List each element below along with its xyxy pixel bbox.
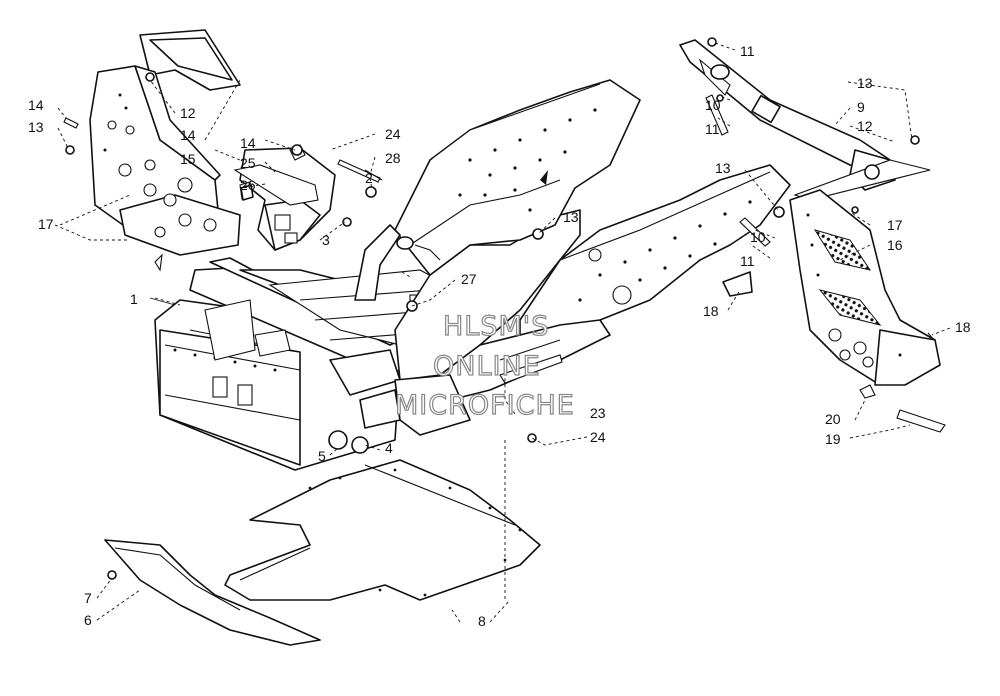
watermark: HLSM'S ONLINE MICROFICHE <box>394 310 575 421</box>
callout-16: 14 <box>28 97 44 113</box>
skid-plate <box>104 539 321 646</box>
callout-1: 1 <box>130 291 138 307</box>
callout-26: 26 <box>240 177 256 193</box>
callout-10: 10 <box>705 97 721 113</box>
callout-24: 24 <box>590 429 606 445</box>
callout-8: 8 <box>478 613 486 629</box>
callout-13: 13 <box>563 209 579 225</box>
small-hardware <box>63 37 946 443</box>
callout-21: 19 <box>825 431 841 447</box>
callout-12: 11 <box>740 43 755 59</box>
callout-14: 13 <box>28 119 44 135</box>
callout-20: 18 <box>955 319 971 335</box>
callout-22: 20 <box>825 411 841 427</box>
right-steering-bracket <box>789 189 941 399</box>
callout-14: 14 <box>240 135 256 151</box>
callout-17: 16 <box>887 237 903 253</box>
callout-13: 12 <box>180 105 196 121</box>
callout-18: 17 <box>38 216 54 232</box>
callout-13: 13 <box>857 75 873 91</box>
callout-9: 9 <box>857 99 865 115</box>
leader-lines <box>54 42 951 623</box>
callout-23: 23 <box>590 405 606 421</box>
belly-pan <box>224 459 541 601</box>
watermark-line-2: ONLINE <box>433 351 541 382</box>
watermark-line-1: HLSM'S <box>443 311 549 342</box>
callout-11: 11 <box>705 121 720 137</box>
callout-24: 24 <box>385 126 401 142</box>
callout-11: 11 <box>740 253 755 269</box>
callout-28: 28 <box>385 150 401 166</box>
callout-17: 15 <box>180 151 196 167</box>
callout-2: 2 <box>365 170 373 186</box>
callout-12: 12 <box>857 118 873 134</box>
callout-4: 4 <box>385 440 393 456</box>
callout-18: 17 <box>887 217 903 233</box>
left-steering-bracket <box>89 29 241 272</box>
callout-14: 13 <box>715 160 731 176</box>
callout-27: 27 <box>461 271 477 287</box>
callout-10: 10 <box>750 229 766 245</box>
callout-15: 14 <box>180 127 196 143</box>
callout-25: 25 <box>240 155 256 171</box>
callout-19: 18 <box>703 303 719 319</box>
callout-5: 5 <box>318 448 326 464</box>
callout-7: 7 <box>84 590 92 606</box>
callout-6: 6 <box>84 612 92 628</box>
steering-shaft <box>679 39 931 201</box>
watermark-line-3: MICROFICHE <box>395 390 575 421</box>
main-chassis <box>154 79 791 471</box>
callout-3: 3 <box>322 232 330 248</box>
callout-labels: 14 13 17 12 14 15 14 25 26 3 24 28 2 13 … <box>28 43 971 629</box>
